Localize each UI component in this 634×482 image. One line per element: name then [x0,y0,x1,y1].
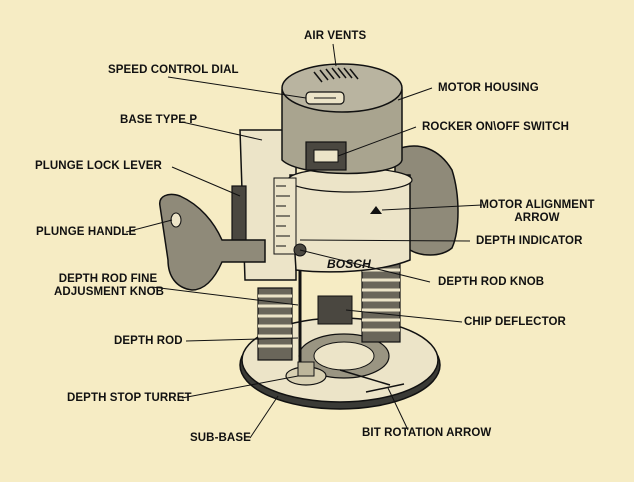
depth-stop-turret-shape [285,361,327,386]
label-speed-control-dial: SPEED CONTROL DIAL [108,64,239,76]
label-air-vents: AIR VENTS [304,30,367,42]
leader-lines [125,43,483,439]
rocker-switch-shape [305,141,347,171]
bit-rotation-arrow-shape [365,383,405,393]
label-depth-stop-turret: DEPTH STOP TURRET [67,392,192,404]
depth-scale [273,177,297,255]
alignment-arrow-shape [370,206,382,214]
label-depth-rod-fine-line1: DEPTH ROD FINE [58,273,158,285]
spring-columns [257,259,401,361]
label-depth-indicator: DEPTH INDICATOR [476,235,583,247]
label-rocker-switch: ROCKER ON\OFF SWITCH [422,121,570,133]
label-motor-alignment-line2: ARROW [514,212,560,224]
label-depth-rod: DEPTH ROD [114,335,183,347]
plunge-handle-shape [159,193,266,291]
label-sub-base: SUB-BASE [190,432,251,444]
speed-dial-shape [305,91,345,105]
label-depth-rod-fine-adjustment-knob: DEPTH ROD FINE ADJUSMENT KNOB [54,273,165,299]
label-motor-housing: MOTOR HOUSING [438,82,539,94]
label-plunge-lock-lever: PLUNGE LOCK LEVER [35,160,162,172]
label-motor-alignment-line1: MOTOR ALIGNMENT [479,199,595,211]
label-motor-alignment-arrow: MOTOR ALIGNMENT ARROW [478,199,596,225]
chip-deflector-shape [317,295,353,325]
label-plunge-handle: PLUNGE HANDLE [36,226,137,238]
label-depth-rod-fine-line2: ADJUSMENT KNOB [54,286,165,298]
label-bit-rotation-arrow: BIT ROTATION ARROW [362,427,492,439]
label-depth-rod-knob: DEPTH ROD KNOB [438,276,545,288]
label-base-type-p: BASE TYPE P [120,114,198,126]
label-chip-deflector: CHIP DEFLECTOR [464,316,566,328]
brand-logo-text: BOSCH [327,257,371,271]
